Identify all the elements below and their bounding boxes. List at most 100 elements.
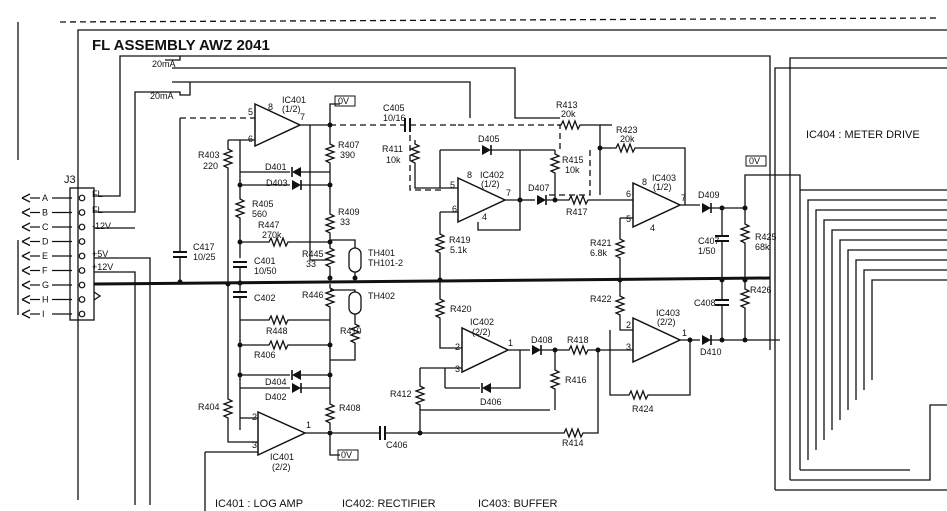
svg-text:C407: C407	[698, 236, 720, 246]
connector-pin	[78, 209, 86, 216]
svg-text:IC403: IC403	[652, 173, 676, 183]
svg-text:6: 6	[452, 204, 457, 214]
resistor-r416	[550, 365, 560, 394]
svg-text:R419: R419	[449, 235, 471, 245]
resistor-r424	[624, 390, 653, 400]
svg-text:10/25: 10/25	[193, 252, 216, 262]
rail-label-plus5v: +5V	[92, 249, 108, 259]
svg-text:4: 4	[482, 212, 487, 222]
legend-ic402: IC402: RECTIFIER	[342, 498, 436, 510]
svg-text:6: 6	[626, 189, 631, 199]
connector-pin	[78, 281, 86, 289]
resistor-r417	[564, 195, 593, 205]
svg-text:R421: R421	[590, 238, 612, 248]
svg-text:5.1k: 5.1k	[450, 245, 468, 255]
resistor-r423	[611, 143, 640, 153]
svg-text:D402: D402	[265, 392, 287, 402]
capacitor-c402	[232, 291, 248, 298]
diode-d405	[481, 144, 492, 156]
svg-text:TH401: TH401	[368, 248, 395, 258]
svg-text:D401: D401	[265, 162, 287, 172]
svg-text:390: 390	[340, 150, 355, 160]
meter-drive-outline	[760, 57, 947, 491]
capacitor-c408	[714, 299, 730, 306]
resistor-r418	[564, 345, 593, 355]
svg-text:D407: D407	[528, 183, 550, 193]
connector-pin-label: D	[42, 237, 49, 247]
diode-d404	[291, 369, 302, 381]
ground-bus	[93, 276, 771, 286]
svg-text:R416: R416	[565, 375, 587, 385]
svg-text:1: 1	[306, 420, 311, 430]
svg-text:(1/2): (1/2)	[282, 104, 301, 114]
svg-text:R409: R409	[338, 207, 360, 217]
resistor-r404	[223, 394, 233, 423]
svg-text:8: 8	[467, 170, 472, 180]
connector-pin	[78, 296, 86, 303]
resistor-r409	[325, 209, 335, 238]
board-outline	[17, 17, 947, 500]
svg-text:R412: R412	[390, 389, 412, 399]
svg-text:D408: D408	[531, 335, 553, 345]
svg-text:TH101-2: TH101-2	[368, 258, 403, 268]
svg-text:33: 33	[306, 259, 316, 269]
resistor-r413	[556, 120, 585, 130]
svg-text:10k: 10k	[386, 155, 401, 165]
svg-text:R420: R420	[450, 304, 472, 314]
thermistor-th401	[348, 247, 362, 273]
svg-text:5: 5	[248, 107, 253, 117]
svg-text:D405: D405	[478, 134, 500, 144]
svg-text:4: 4	[650, 223, 655, 233]
diode-d406	[481, 382, 492, 394]
resistor-r407	[325, 139, 335, 168]
capacitor-c401	[232, 261, 248, 268]
svg-text:(2/2): (2/2)	[657, 317, 676, 327]
meter-drive-label: IC404 : METER DRIVE	[806, 129, 920, 141]
svg-text:220: 220	[203, 161, 218, 171]
resistor-r412	[415, 381, 425, 410]
svg-text:(1/2): (1/2)	[653, 182, 672, 192]
opamp-ic402b: 2 3 1 IC402 (2/2)	[455, 317, 513, 374]
current-label-1: 20mA	[152, 59, 176, 69]
svg-text:C401: C401	[254, 256, 276, 266]
resistor-r419	[435, 229, 445, 258]
svg-text:1/50: 1/50	[698, 246, 716, 256]
diode-d410	[701, 334, 712, 346]
svg-text:5: 5	[626, 214, 631, 224]
connector-pin-label: B	[42, 208, 48, 218]
opamp-ic403a: 6 5 7 8 4 IC403 (1/2)	[626, 173, 686, 233]
svg-text:20k: 20k	[620, 134, 635, 144]
resistor-r403	[223, 144, 233, 173]
resistor-r425	[740, 219, 750, 248]
svg-text:C417: C417	[193, 242, 215, 252]
svg-text:D410: D410	[700, 347, 722, 357]
resistor-r420	[435, 294, 445, 323]
svg-text:R413: R413	[556, 100, 578, 110]
diode-d409	[701, 202, 712, 214]
diode-d408	[531, 344, 542, 356]
assembly-title: FL ASSEMBLY AWZ 2041	[92, 37, 270, 54]
svg-text:2: 2	[626, 320, 631, 330]
svg-text:10k: 10k	[565, 165, 580, 175]
svg-text:3: 3	[455, 364, 460, 374]
svg-text:2: 2	[252, 412, 257, 422]
svg-text:D403: D403	[266, 178, 288, 188]
svg-text:D404: D404	[265, 377, 287, 387]
resistor-r414	[559, 428, 588, 438]
connector-pin-label: H	[42, 295, 49, 305]
resistor-r411	[410, 139, 420, 168]
connector-pin-label: E	[42, 251, 48, 261]
svg-text:IC402: IC402	[470, 317, 494, 327]
connector-pin-label: F	[42, 266, 48, 276]
diode-d402	[291, 382, 302, 394]
svg-text:3: 3	[252, 440, 257, 450]
resistor-r445	[325, 243, 335, 272]
svg-text:20k: 20k	[561, 109, 576, 119]
svg-text:D409: D409	[698, 190, 720, 200]
capacitor-c417	[172, 251, 188, 258]
connector-name: J3	[64, 174, 76, 186]
connector-pin-label: I	[42, 309, 45, 319]
resistor-r422	[615, 291, 625, 320]
